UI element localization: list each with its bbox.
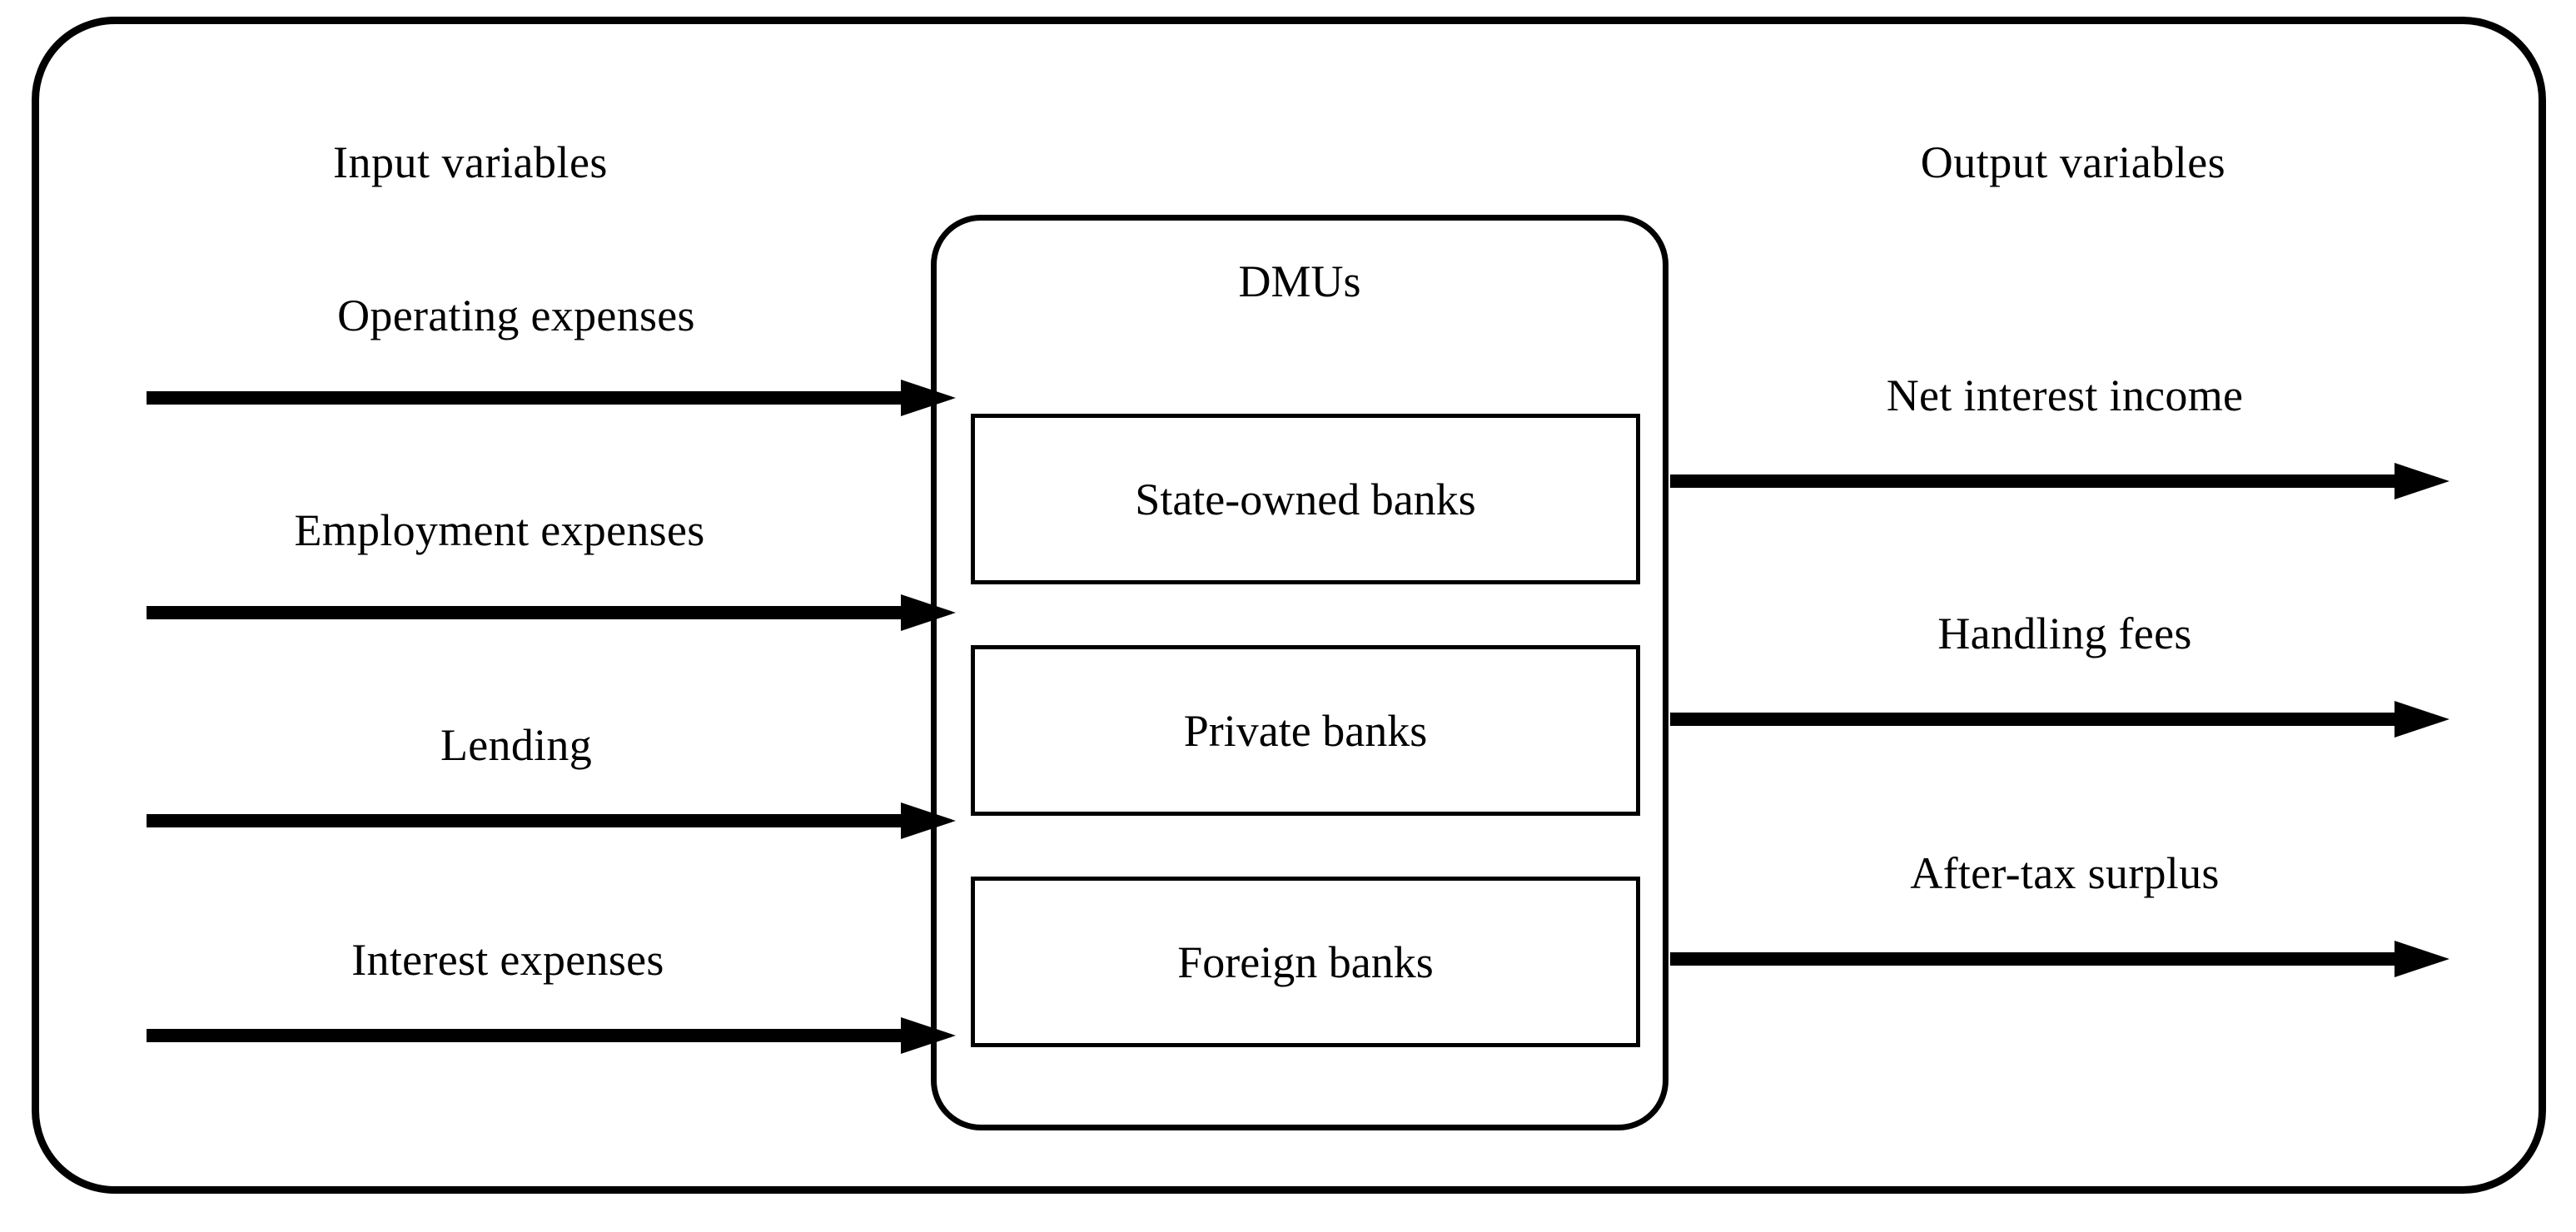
dmu-box-private-banks: Private banks bbox=[971, 645, 1640, 816]
output-arrow-after-tax-surplus-icon bbox=[1670, 941, 2449, 977]
dmu-box-state-owned-banks: State-owned banks bbox=[971, 414, 1640, 584]
outer-boundary-frame bbox=[32, 17, 2546, 1194]
output-label-after-tax-surplus: After-tax surplus bbox=[1910, 848, 2220, 898]
dmu-label-state-owned-banks: State-owned banks bbox=[1135, 474, 1476, 524]
output-label-handling-fees: Handling fees bbox=[1937, 609, 2192, 658]
input-arrow-employment-expenses-icon bbox=[147, 594, 956, 631]
input-label-lending: Lending bbox=[440, 720, 593, 770]
input-arrow-interest-expenses-icon bbox=[147, 1017, 956, 1054]
input-label-operating-expenses: Operating expenses bbox=[337, 291, 695, 340]
output-variables-heading: Output variables bbox=[1920, 137, 2226, 187]
input-label-interest-expenses: Interest expenses bbox=[351, 935, 664, 985]
dmu-container-title: DMUs bbox=[1238, 256, 1361, 306]
input-variables-heading: Input variables bbox=[333, 137, 608, 187]
output-label-net-interest-income: Net interest income bbox=[1886, 370, 2244, 420]
input-arrow-lending-icon bbox=[147, 802, 956, 839]
output-arrow-handling-fees-icon bbox=[1670, 701, 2449, 738]
input-arrow-operating-expenses-icon bbox=[147, 380, 956, 416]
dmu-label-private-banks: Private banks bbox=[1183, 705, 1428, 756]
dmu-box-foreign-banks: Foreign banks bbox=[971, 877, 1640, 1047]
dmu-label-foreign-banks: Foreign banks bbox=[1177, 936, 1434, 987]
output-arrow-net-interest-income-icon bbox=[1670, 463, 2449, 499]
input-label-employment-expenses: Employment expenses bbox=[294, 505, 705, 555]
dmu-container: DMUs State-owned banks Private banks For… bbox=[931, 215, 1668, 1130]
